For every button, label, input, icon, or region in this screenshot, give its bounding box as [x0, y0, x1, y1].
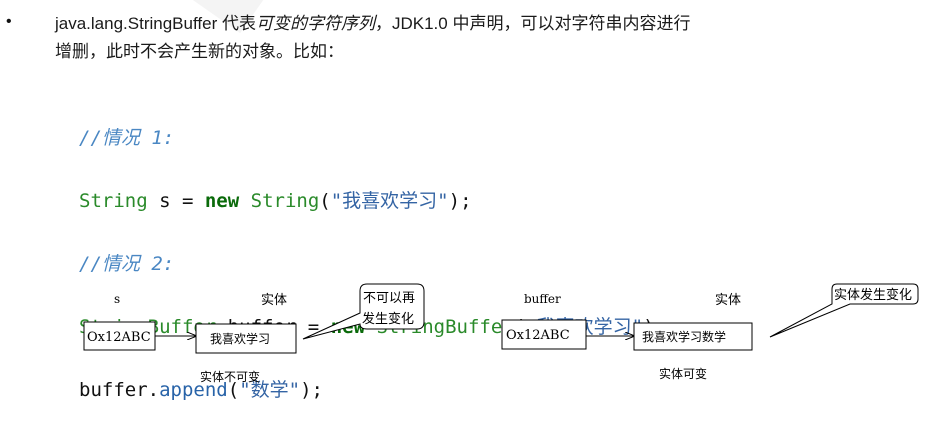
- right-entity-box: [633, 322, 753, 351]
- right-caption: 实体可变: [659, 366, 707, 381]
- left-caption: 实体不可变: [200, 369, 260, 384]
- code-dot: .: [147, 378, 160, 401]
- memory-diagram: s 实体 Ox12ABC 我喜欢学习 实体不可变 不可以再 发生变化 buffe…: [83, 283, 919, 384]
- left-callout-bubble: [302, 283, 425, 340]
- code-line-1: String s = new String("我喜欢学习");: [79, 186, 666, 218]
- code-constructor: String: [250, 189, 320, 212]
- code-line-3: buffer.append("数学");: [79, 375, 666, 407]
- right-entity-value: 我喜欢学习数学: [642, 329, 726, 344]
- paragraph-text-1: java.lang.StringBuffer 代表: [55, 14, 256, 33]
- code-string: "我喜欢学习": [330, 189, 449, 212]
- left-callout-line2: 发生变化: [362, 311, 414, 327]
- code-string: "数学": [239, 378, 301, 401]
- code-space: [239, 190, 250, 212]
- code-paren: (: [227, 378, 240, 401]
- code-type: String: [79, 189, 148, 212]
- description-paragraph: java.lang.StringBuffer 代表可变的字符序列，JDK1.0 …: [55, 10, 875, 65]
- code-eq: =: [181, 189, 205, 212]
- code-method: append: [159, 378, 228, 401]
- code-comment-2: //情况 2:: [79, 252, 175, 275]
- paragraph-text-2: ，JDK1.0 中声明，可以对字符串内容进行: [374, 14, 691, 33]
- right-ref-value: Ox12ABC: [506, 328, 570, 343]
- code-eq: =: [307, 315, 331, 338]
- diagram-right: buffer 实体 Ox12ABC 我喜欢学习数学 实体可变 实体发生变化: [501, 283, 919, 381]
- paragraph-emphasis: 可变的字符序列: [255, 14, 375, 34]
- diagram-left: s 实体 Ox12ABC 我喜欢学习 实体不可变 不可以再 发生变化: [83, 283, 425, 384]
- right-entity-label: 实体: [715, 293, 741, 308]
- left-entity-label: 实体: [261, 293, 287, 308]
- left-var-label: s: [114, 292, 120, 306]
- right-callout-bubble: [769, 283, 919, 338]
- paragraph-line-2: 增删，此时不会产生新的对象。比如：: [55, 42, 344, 61]
- code-comment-1: //情况 1:: [79, 126, 175, 149]
- code-keyword-new: new: [204, 189, 240, 212]
- code-close: );: [448, 189, 472, 212]
- right-callout-text: 实体发生变化: [834, 287, 912, 303]
- left-entity-value: 我喜欢学习: [210, 331, 270, 346]
- right-var-label: buffer: [524, 292, 561, 306]
- left-entity-box: [195, 323, 297, 354]
- code-close: );: [300, 378, 323, 401]
- left-callout-line1: 不可以再: [363, 291, 415, 306]
- left-ref-box: [83, 321, 156, 351]
- code-object: buffer: [79, 378, 148, 401]
- bullet-marker: •: [6, 13, 12, 30]
- code-paren: (: [319, 189, 331, 212]
- right-ref-box: [501, 319, 587, 350]
- left-ref-value: Ox12ABC: [87, 330, 151, 345]
- code-var: s: [147, 189, 182, 212]
